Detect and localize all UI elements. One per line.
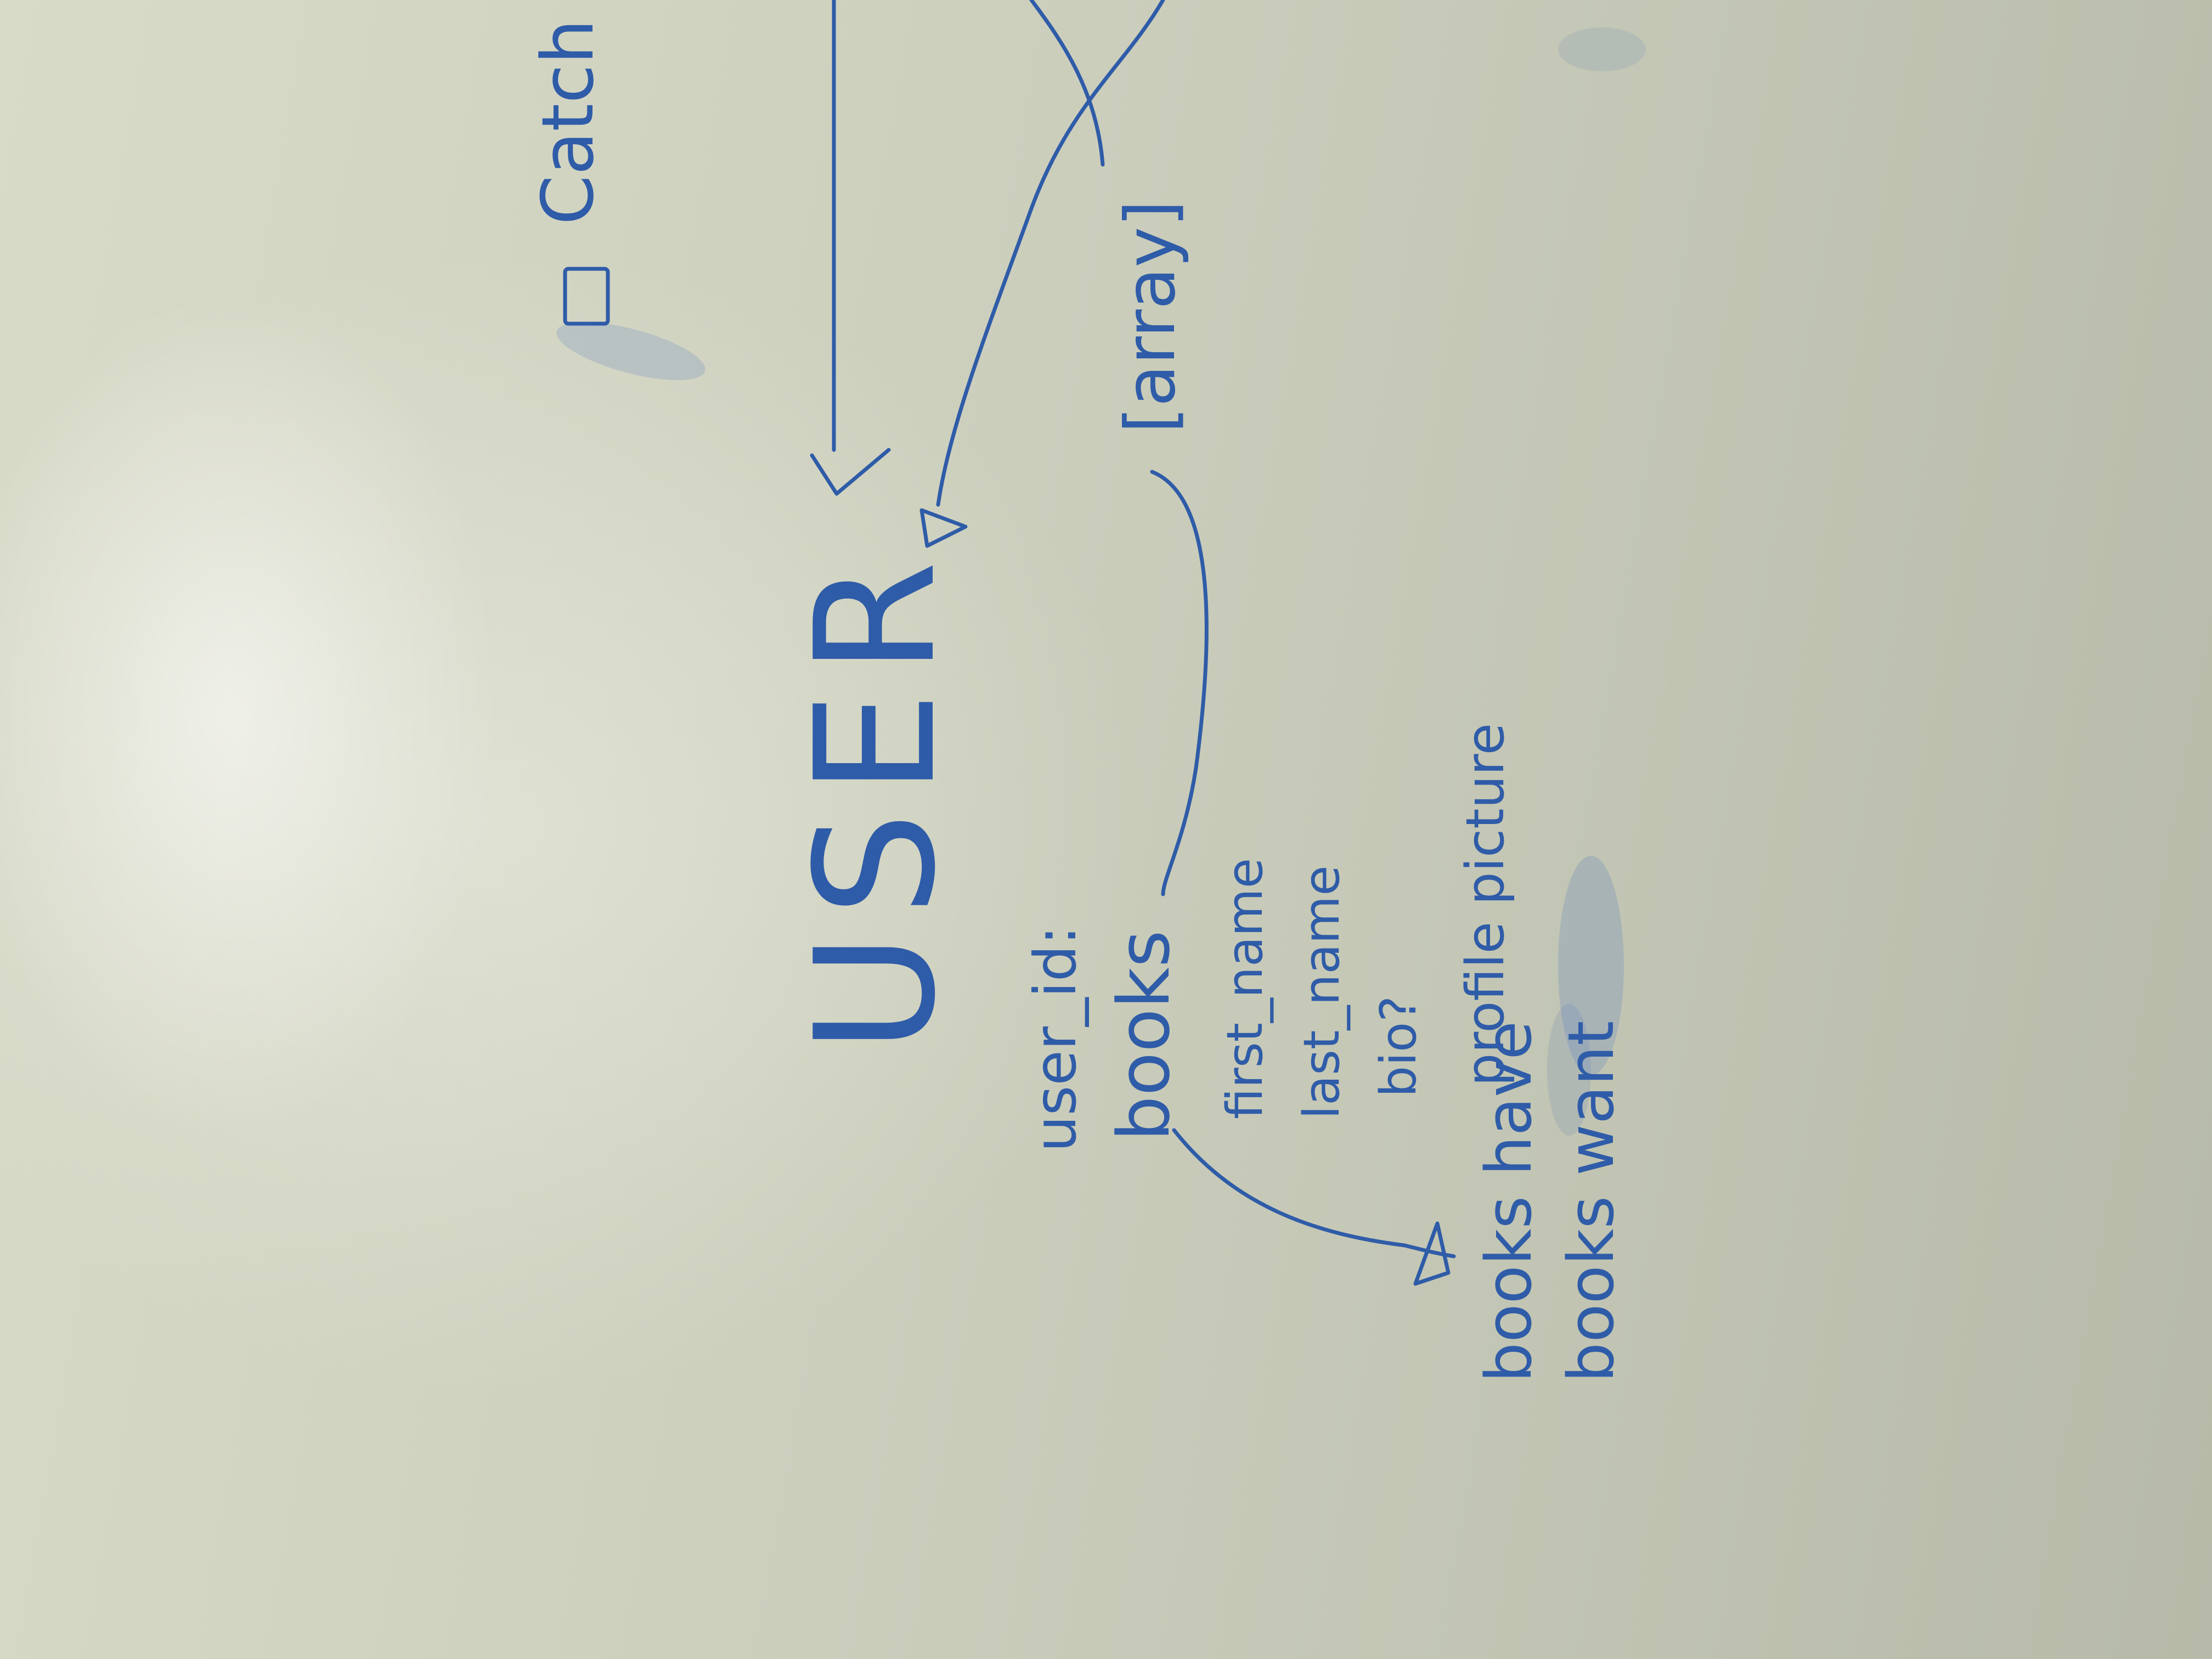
arrow-head-1-icon: [810, 448, 891, 496]
field-first-name: first_name: [1216, 858, 1274, 1119]
curve-books-to-subfields: [1172, 1128, 1456, 1259]
field-profile-picture: profile picture: [1455, 723, 1516, 1086]
field-user-id: user_id:: [1022, 926, 1089, 1152]
subfield-books-want: books want: [1555, 1021, 1628, 1383]
curve-array-to-books: [1150, 470, 1209, 896]
field-bio: bio?: [1370, 996, 1427, 1097]
array-label: [array]: [1111, 200, 1190, 433]
curve-to-array: [1029, 0, 1105, 167]
arrow-head-3-icon: [1413, 1221, 1451, 1286]
checkbox-icon: [563, 267, 610, 326]
arrow-line-2: [936, 0, 1165, 507]
arrow-head-2-icon: [919, 508, 968, 548]
field-books: books: [1102, 930, 1186, 1141]
entity-title: USER: [780, 544, 972, 1053]
eraser-smears: [556, 27, 1646, 1136]
catch-note: Catch: [526, 19, 610, 225]
field-last-name: last_name: [1293, 865, 1351, 1119]
subfield-books-have: books have: [1472, 1021, 1546, 1383]
